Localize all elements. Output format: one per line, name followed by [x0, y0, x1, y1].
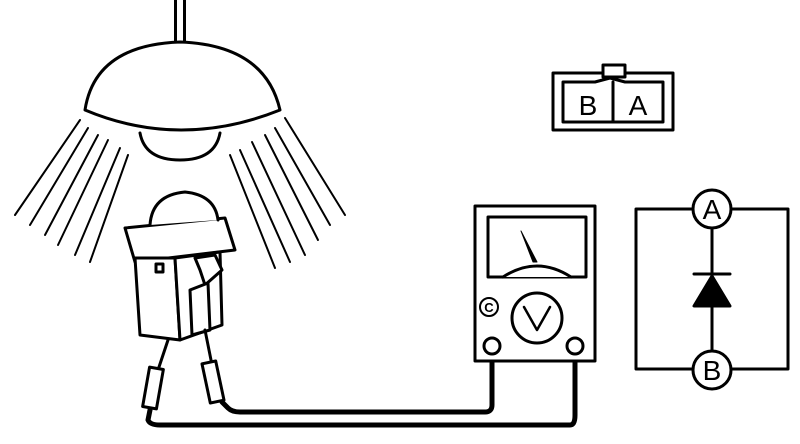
light-sensor [123, 190, 237, 342]
light-rays [14, 117, 346, 269]
connector-pin-b: B [579, 90, 598, 121]
test-leads [141, 328, 578, 428]
meter-terminal-right [565, 336, 585, 356]
diode-circuit: A B [634, 188, 790, 391]
terminal-b-label: B [703, 355, 722, 386]
connector-pin-a: A [629, 90, 648, 121]
diode-symbol [692, 274, 732, 308]
lamp [83, 0, 282, 162]
terminal-a-label: A [703, 194, 722, 225]
connector-face: B A [551, 63, 675, 132]
voltmeter: C [473, 204, 597, 363]
meter-badge: C [484, 300, 494, 315]
meter-terminal-left [482, 336, 502, 356]
